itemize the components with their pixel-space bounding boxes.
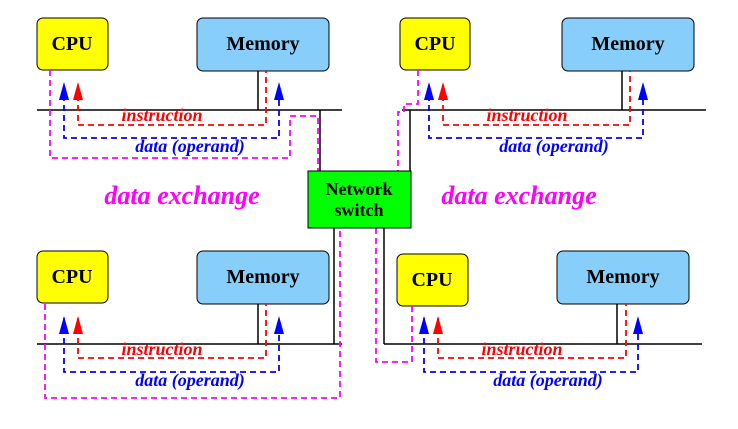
instruction-path (442, 71, 631, 126)
instruction-path (77, 304, 267, 359)
data-arrow-memory (638, 82, 648, 100)
data-label: data (operand) (499, 136, 609, 157)
memory-label: Memory (591, 33, 664, 55)
memory-label: Memory (226, 266, 299, 288)
instruction-label: instruction (121, 105, 202, 125)
data-arrow-memory (633, 316, 643, 334)
memory-box: Memory (196, 17, 330, 72)
data-arrow-cpu (419, 316, 429, 334)
cpu-label: CPU (411, 269, 452, 291)
instruction-arrow (73, 316, 83, 334)
data-path (423, 318, 639, 373)
data-arrow-cpu (59, 316, 69, 334)
switch-label-line2: switch (335, 200, 384, 220)
memory-box: Memory (561, 17, 695, 72)
instruction-label: instruction (481, 339, 562, 359)
data-label: data (operand) (135, 136, 245, 157)
exchange-path (375, 228, 413, 363)
data-path (428, 85, 644, 139)
data-arrow-cpu (59, 82, 69, 100)
memory-box: Memory (556, 250, 690, 305)
memory-label: Memory (586, 266, 659, 288)
instruction-arrow (73, 82, 83, 100)
exchange-path (49, 70, 319, 172)
cpu-box: CPU (396, 253, 469, 307)
memory-label: Memory (226, 33, 299, 55)
data-exchange-label-left: data exchange (104, 181, 259, 210)
data-path (63, 85, 280, 139)
cpu-label: CPU (51, 266, 92, 288)
instruction-arrow (438, 82, 448, 100)
data-arrow-cpu (424, 82, 434, 100)
exchange-path (397, 70, 419, 172)
data-path (63, 318, 280, 373)
cpu-box: CPU (399, 17, 471, 71)
cpu-label: CPU (51, 33, 92, 55)
cpu-box: CPU (36, 17, 109, 71)
cpu-box: CPU (36, 250, 109, 304)
network-switch: Network switch (307, 170, 412, 229)
instruction-label: instruction (486, 105, 567, 125)
node-top-left: CPU Memory instruction data (operand) (36, 17, 342, 172)
data-arrow-memory (274, 316, 284, 334)
node-bottom-left: CPU Memory instruction data (operand) (36, 228, 342, 399)
data-label: data (operand) (135, 370, 245, 391)
cpu-label: CPU (414, 33, 455, 55)
exchange-path (44, 228, 341, 399)
instruction-label: instruction (121, 339, 202, 359)
data-arrow-memory (274, 82, 284, 100)
instruction-path (437, 304, 627, 359)
data-exchange-label-right: data exchange (441, 181, 596, 210)
memory-box: Memory (196, 250, 330, 305)
instruction-arrow (433, 316, 443, 334)
node-bottom-right: CPU Memory instruction data (operand) (375, 228, 702, 391)
instruction-path (77, 71, 267, 126)
data-label: data (operand) (493, 370, 603, 391)
switch-label-line1: Network (326, 179, 393, 199)
node-top-right: CPU Memory instruction data (operand) (397, 17, 706, 172)
